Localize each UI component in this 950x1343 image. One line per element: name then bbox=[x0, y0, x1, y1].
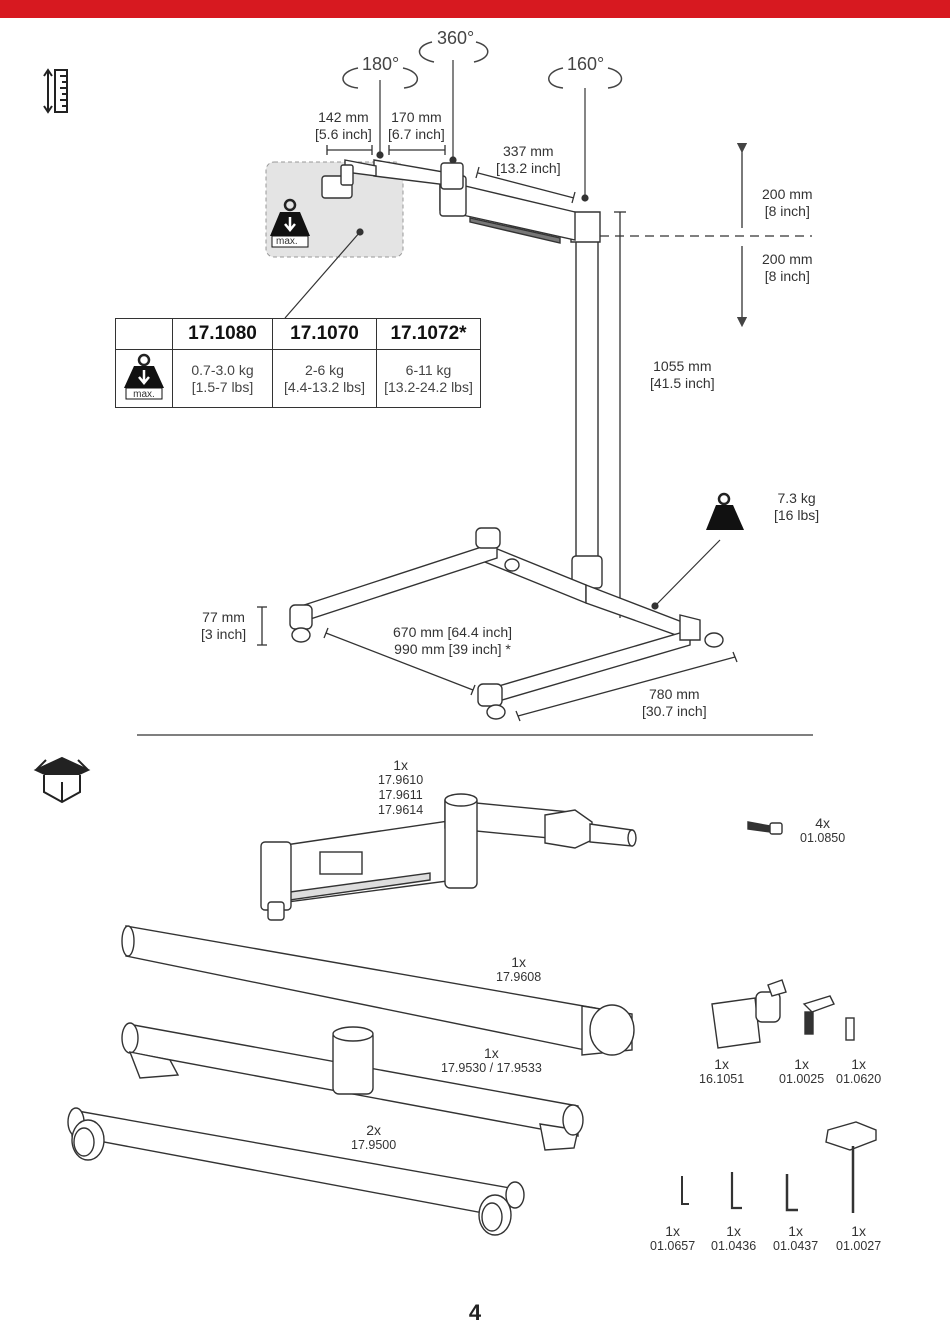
dim-seg1: 142 mm[5.6 inch] bbox=[315, 109, 372, 142]
table-header: 17.1080 bbox=[172, 318, 273, 350]
table-header: 17.1070 bbox=[272, 318, 377, 350]
load-weight-icon bbox=[270, 198, 310, 248]
top-brand-bar bbox=[0, 0, 950, 18]
parts-illustrations bbox=[67, 793, 877, 1236]
table-header: 17.1072* bbox=[376, 318, 481, 350]
leader-lines bbox=[284, 60, 721, 610]
table-cell: 6-11 kg[13.2-24.2 lbs] bbox=[376, 349, 481, 408]
dim-column: 1055 mm[41.5 inch] bbox=[650, 358, 715, 391]
table-cell: 0.7-3.0 kg[1.5-7 lbs] bbox=[172, 349, 273, 408]
stand-illustration bbox=[289, 159, 724, 720]
dim-arm: 337 mm[13.2 inch] bbox=[496, 143, 561, 176]
page-number: 4 bbox=[468, 1300, 482, 1325]
measure-icon bbox=[43, 68, 68, 114]
dim-base-weight: 7.3 kg[16 lbs] bbox=[774, 490, 820, 523]
dim-height-up: 200 mm[8 inch] bbox=[762, 186, 813, 219]
rotation-label-360: 360° bbox=[437, 28, 475, 48]
dim-height-down: 200 mm[8 inch] bbox=[762, 251, 813, 284]
rotation-label-160: 160° bbox=[567, 54, 605, 74]
dim-seg2: 170 mm[6.7 inch] bbox=[388, 109, 445, 142]
base-weight-icon bbox=[706, 492, 744, 530]
dim-base-length: 670 mm [64.4 inch]990 mm [39 inch] * bbox=[393, 624, 513, 657]
dim-base-height: 77 mm[3 inch] bbox=[201, 609, 247, 642]
package-contents-icon bbox=[33, 756, 91, 804]
load-icon-label: max. bbox=[276, 236, 298, 247]
load-weight-cell: max. bbox=[115, 349, 173, 408]
table-corner bbox=[115, 318, 173, 350]
dim-base-width: 780 mm[30.7 inch] bbox=[642, 686, 707, 719]
load-capacity-table: 17.1080 17.1070 17.1072* max. 0.7-3.0 kg… bbox=[115, 318, 481, 408]
rotation-label-180: 180° bbox=[362, 54, 400, 74]
dimension-lines bbox=[257, 142, 812, 722]
table-cell: 2-6 kg[4.4-13.2 lbs] bbox=[272, 349, 377, 408]
load-icon-label: max. bbox=[133, 389, 155, 400]
rotation-arrows bbox=[342, 41, 623, 89]
load-weight-icon bbox=[124, 353, 164, 400]
